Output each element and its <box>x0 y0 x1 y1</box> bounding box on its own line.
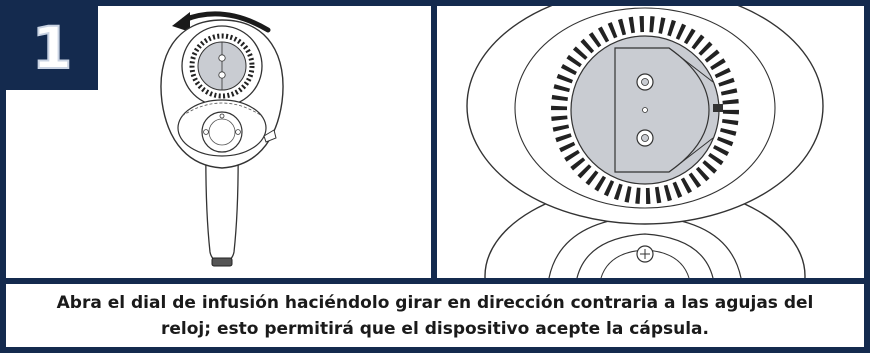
step-number: 1 <box>31 14 73 82</box>
instruction-text: Abra el dial de infusión haciéndolo gira… <box>56 292 814 339</box>
latch-tab <box>713 104 723 112</box>
counterclockwise-arrow-icon <box>172 11 271 33</box>
hose-connector <box>211 257 233 267</box>
dial-closeup-panel <box>437 6 864 278</box>
instruction-caption: Abra el dial de infusión haciéndolo gira… <box>6 284 864 347</box>
side-button <box>263 129 277 143</box>
showerhead-panel: 1 <box>6 6 431 278</box>
step-badge: 1 <box>6 6 98 90</box>
dial-closeup-illustration <box>466 6 824 278</box>
showerhead-illustration <box>160 11 284 267</box>
